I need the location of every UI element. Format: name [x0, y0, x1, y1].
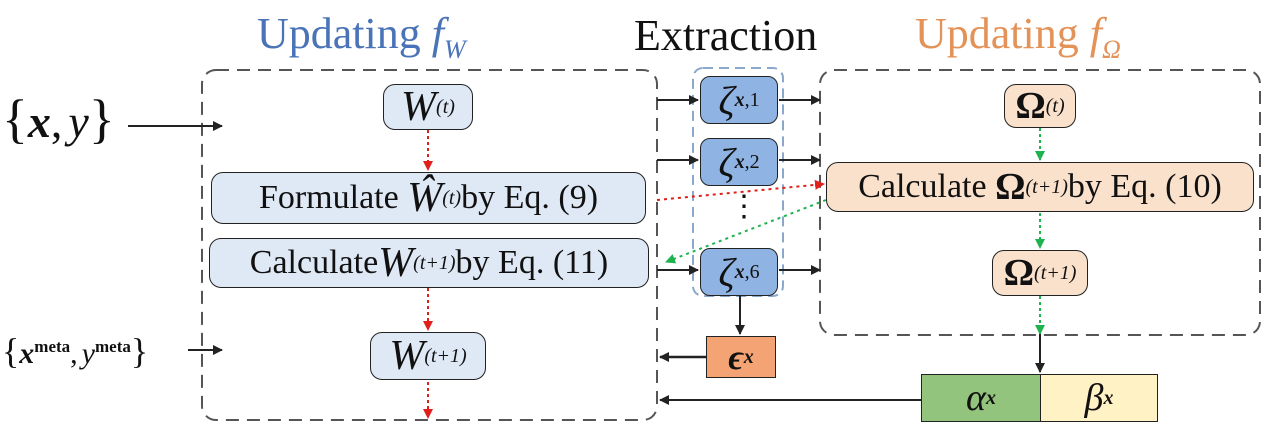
- zeta-6-sub-x: x: [734, 260, 745, 283]
- w-t1-node: W(t+1): [370, 332, 486, 380]
- meta-y-symbol: y: [81, 337, 95, 370]
- epsilon-sub: x: [743, 345, 754, 368]
- formulate-w-hat-node: Formulate Ŵ(t)by Eq. (9): [211, 172, 646, 224]
- omega-t-symbol: Ω: [1015, 85, 1046, 127]
- zeta-6-symbol: ζ: [718, 249, 735, 295]
- calculate-omega-post-text: by Eq. (10): [1067, 168, 1222, 205]
- data-brace-close: }: [88, 89, 115, 149]
- title-updating-fomega: Updating fΩ: [915, 12, 1121, 63]
- data-separator: ,: [50, 96, 63, 147]
- data-y-symbol: y: [68, 96, 89, 147]
- data-input-label: {x,y}: [2, 88, 115, 150]
- epsilon-symbol: ϵ: [728, 337, 744, 377]
- data-brace-open: {: [2, 89, 28, 149]
- title-left-text: Updating: [257, 9, 421, 58]
- w-t-node: W(t): [383, 84, 473, 130]
- beta-sub: x: [1103, 386, 1114, 409]
- zeta-ellipsis: ⋮: [729, 190, 759, 223]
- data-x-symbol: x: [27, 96, 51, 147]
- zeta-6-sub-idx: ,6: [744, 260, 760, 283]
- w-t1-symbol: W: [389, 333, 425, 379]
- right-module-frame: [819, 69, 1261, 336]
- alpha-sub: x: [985, 386, 996, 409]
- meta-brace-close: }: [130, 331, 149, 371]
- beta-symbol: β: [1084, 377, 1104, 419]
- title-right-sub: Ω: [1102, 35, 1121, 64]
- w-t1-sup: (t+1): [424, 344, 467, 367]
- calculate-w-symbol: W: [378, 240, 414, 286]
- formulate-post-text: by Eq. (9): [461, 179, 599, 216]
- calculate-w-post-text: by Eq. (11): [455, 244, 609, 281]
- calculate-omega-pre-text: Calculate: [858, 168, 996, 205]
- w-t-sup: (t): [436, 95, 455, 118]
- calculate-omega-sup: (t+1): [1025, 175, 1068, 198]
- alpha-symbol: α: [966, 377, 986, 419]
- zeta-1-symbol: ζ: [718, 77, 735, 123]
- omega-t1-node: Ω(t+1): [992, 250, 1088, 296]
- meta-x-sup: meta: [34, 337, 71, 356]
- zeta-2-sub-x: x: [734, 150, 745, 173]
- title-updating-fw: Updating fW: [257, 12, 466, 63]
- formulate-w-hat-symbol: Ŵ: [407, 175, 443, 221]
- w-t-symbol: W: [401, 84, 437, 130]
- meta-x-symbol: x: [19, 337, 35, 370]
- zeta-2-symbol: ζ: [718, 139, 735, 185]
- calculate-w-pre-text: Calculate: [249, 244, 379, 281]
- calculate-omega-symbol: Ω: [995, 166, 1026, 208]
- zeta-1-sub-x: x: [734, 88, 745, 111]
- omega-t1-sup: (t+1): [1034, 261, 1077, 284]
- title-extraction: Extraction: [634, 11, 818, 60]
- meta-brace-open: {: [2, 331, 20, 371]
- title-right-text: Updating: [915, 9, 1079, 58]
- calculate-w-sup: (t+1): [413, 251, 456, 274]
- title-left-symbol: f: [431, 9, 444, 58]
- title-right-symbol: f: [1089, 9, 1102, 58]
- arrow-calc-omega-to-calc-w: [665, 199, 827, 264]
- omega-t1-symbol: Ω: [1003, 252, 1035, 294]
- zeta-2-sub-idx: ,2: [744, 150, 760, 173]
- title-left-sub: W: [444, 35, 466, 64]
- omega-t-node: Ω(t): [1004, 84, 1076, 128]
- meta-separator: ,: [70, 337, 78, 370]
- extraction-frame: [692, 67, 784, 297]
- meta-y-sup: meta: [94, 337, 131, 356]
- meta-input-label: {xmeta,ymeta}: [2, 330, 148, 372]
- zeta-1-sub-idx: ,1: [744, 88, 760, 111]
- left-module-frame: [201, 69, 658, 421]
- formulate-sup: (t): [442, 186, 462, 209]
- omega-t-sup: (t): [1045, 94, 1065, 117]
- calculate-omega-node: Calculate Ω(t+1)by Eq. (10): [826, 162, 1254, 212]
- formulate-pre-text: Formulate: [258, 179, 408, 216]
